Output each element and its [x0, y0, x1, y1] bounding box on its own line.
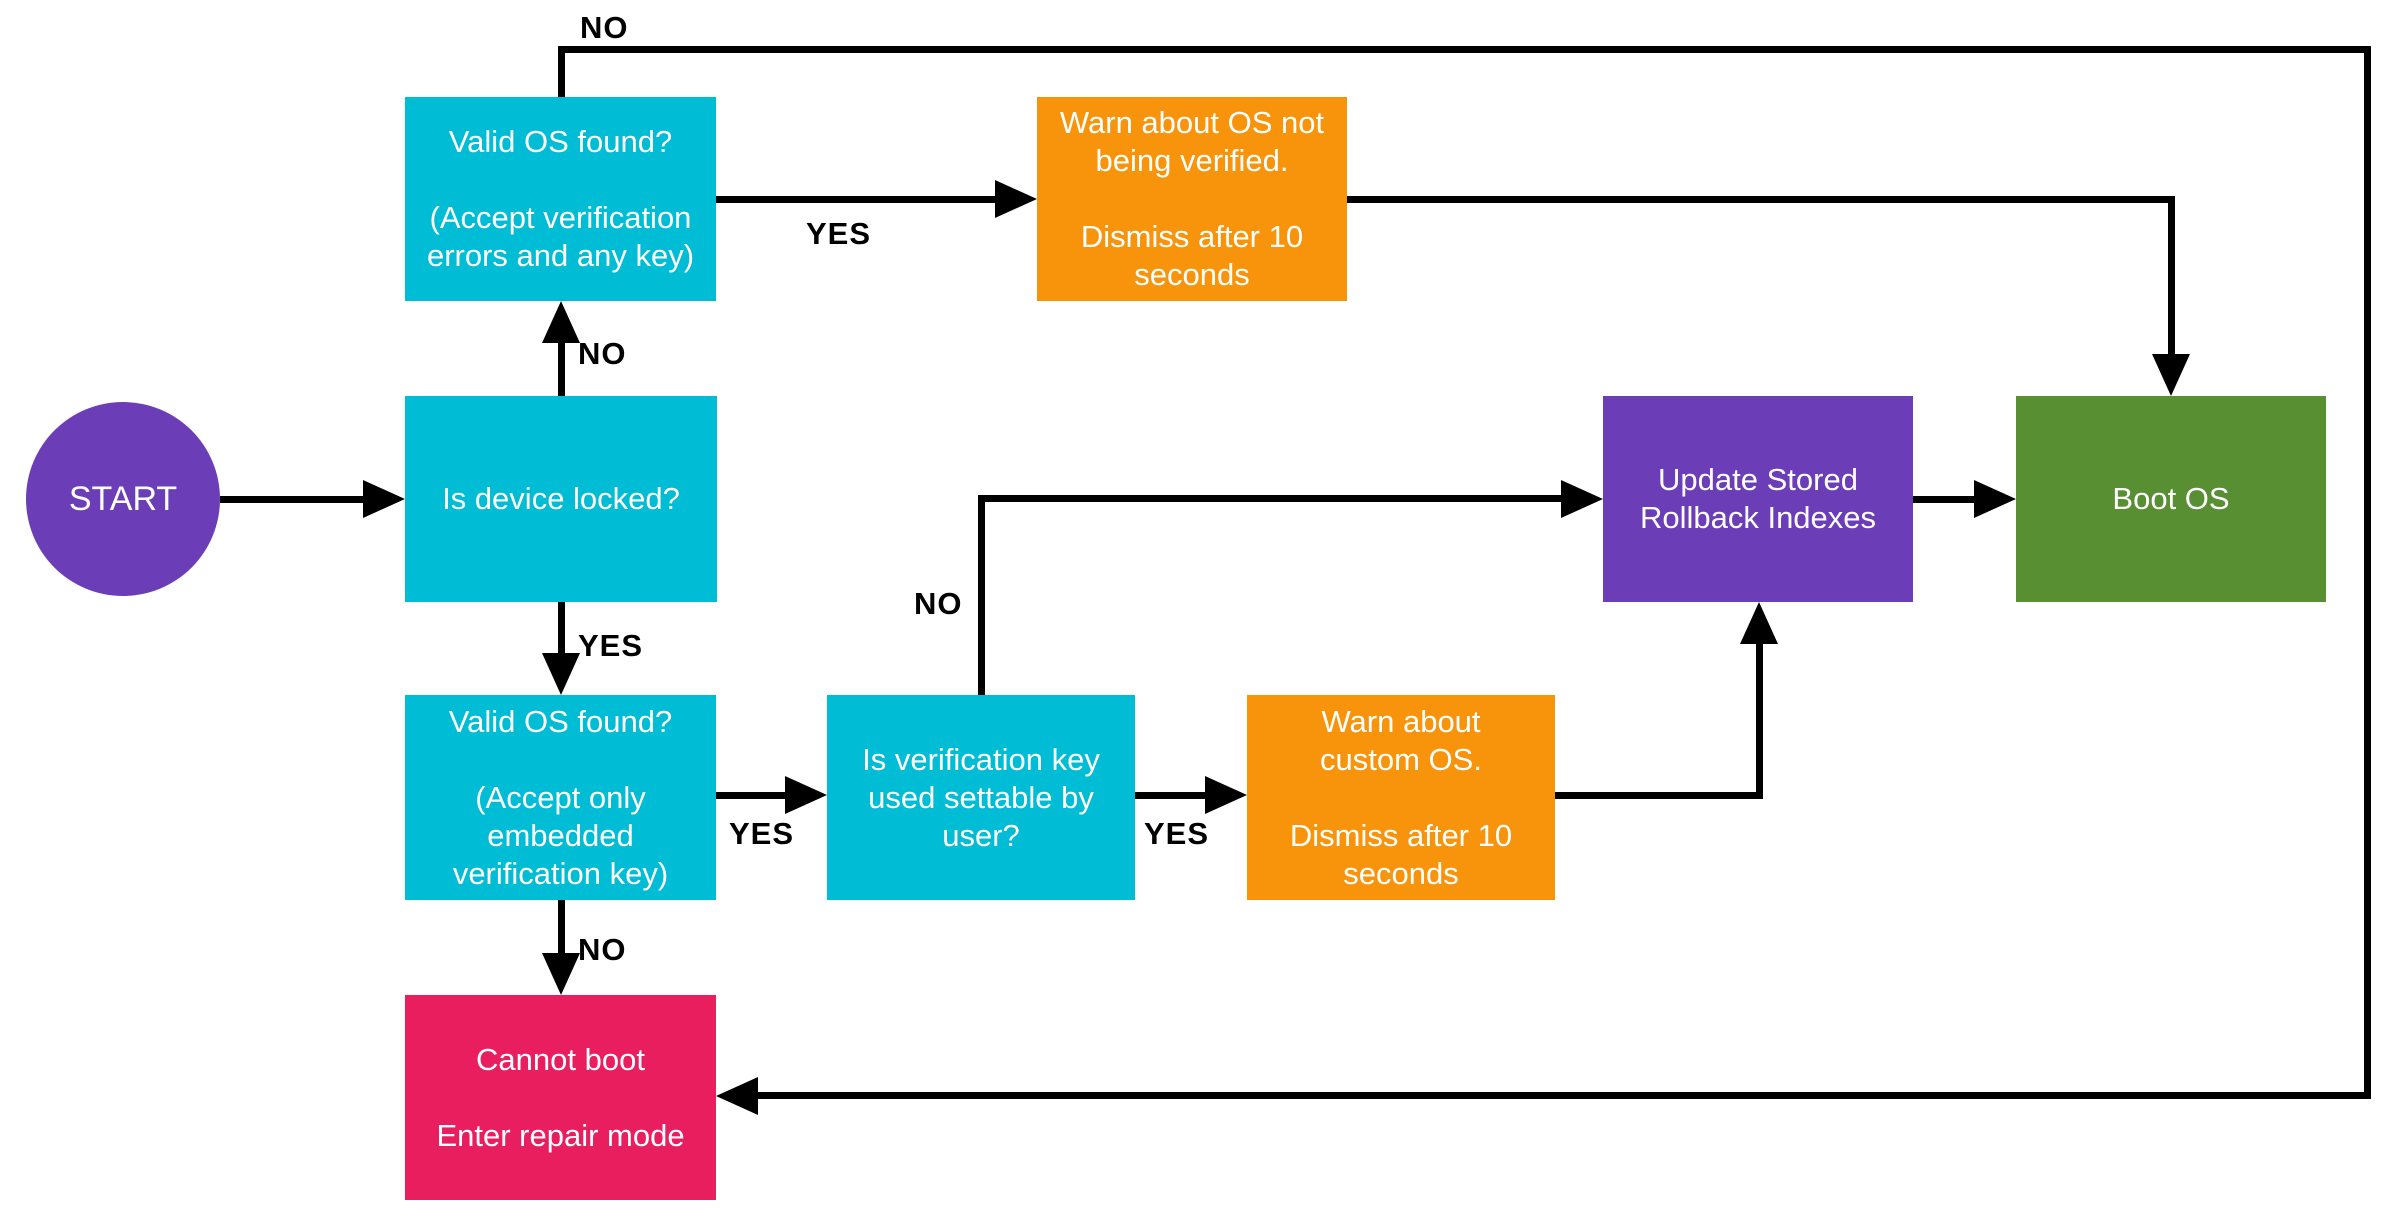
edge-keysettable-updaterollback-line-h — [978, 495, 1563, 502]
edge-keysettable-updaterollback-arrowhead — [1561, 480, 1603, 518]
edge-updaterollback-bootos-line — [1913, 496, 1974, 503]
edge-validembedded-keysettable-line — [716, 792, 787, 799]
node-is-device-locked-label: Is device locked? — [442, 481, 680, 516]
edge-validany-cannotboot-arrowhead — [716, 1077, 758, 1115]
node-boot-os: Boot OS — [2016, 396, 2326, 602]
edge-locked-validembedded-label: YES — [578, 628, 644, 663]
edge-start-locked-line — [220, 496, 367, 503]
edge-locked-validany-arrowhead — [542, 301, 580, 343]
edge-keysettable-warncustom-line — [1135, 792, 1207, 799]
edge-keysettable-warncustom-arrowhead — [1205, 776, 1247, 814]
edge-locked-validembedded-line — [558, 602, 565, 653]
node-warn-os-not-verified-label: Warn about OS not being verified. Dismis… — [1059, 105, 1325, 292]
edge-validany-warnnotverified-arrowhead — [995, 180, 1037, 218]
edge-warncustom-updaterollback-line-v — [1756, 644, 1763, 799]
node-start-label: START — [68, 480, 178, 518]
edge-keysettable-warncustom-label: YES — [1144, 816, 1210, 851]
node-warn-custom-os: Warn about custom OS. Dismiss after 10 s… — [1247, 695, 1555, 900]
edge-validembedded-cannotboot-line — [558, 900, 565, 953]
edge-warncustom-updaterollback-line-h — [1555, 792, 1763, 799]
edge-validany-warnnotverified-label: YES — [806, 216, 872, 251]
edge-start-locked-arrowhead — [363, 480, 405, 518]
node-valid-os-found-embedded-key-label: Valid OS found? (Accept only embedded ve… — [448, 703, 673, 891]
edge-validany-cannotboot-line-top — [558, 46, 2371, 53]
node-cannot-boot-label: Cannot boot Enter repair mode — [436, 1041, 685, 1153]
edge-validany-warnnotverified-line — [716, 196, 997, 203]
edge-validany-cannotboot-line-bottom — [756, 1092, 2371, 1099]
edge-validembedded-keysettable-arrowhead — [785, 776, 827, 814]
edge-validany-cannotboot-label: NO — [580, 10, 629, 45]
node-valid-os-found-any-key: Valid OS found? (Accept verification err… — [405, 97, 716, 301]
edge-validembedded-cannotboot-arrowhead — [542, 953, 580, 995]
edge-validany-cannotboot-line-right — [2364, 46, 2371, 1099]
node-update-rollback-indexes-label: Update Stored Rollback Indexes — [1639, 462, 1877, 535]
node-valid-os-found-embedded-key: Valid OS found? (Accept only embedded ve… — [405, 695, 716, 900]
edge-updaterollback-bootos-arrowhead — [1974, 480, 2016, 518]
edge-locked-validembedded-arrowhead — [542, 653, 580, 695]
node-is-verification-key-settable-label: Is verification key used settable by use… — [862, 741, 1100, 853]
node-update-rollback-indexes: Update Stored Rollback Indexes — [1603, 396, 1913, 602]
edge-validany-cannotboot-line-up — [558, 46, 565, 97]
node-is-device-locked: Is device locked? — [405, 396, 717, 602]
edge-locked-validany-label: NO — [578, 336, 627, 371]
node-start: START — [26, 402, 220, 596]
edge-validembedded-keysettable-label: YES — [729, 816, 795, 851]
node-is-verification-key-settable: Is verification key used settable by use… — [827, 695, 1135, 900]
edge-validembedded-cannotboot-label: NO — [578, 932, 627, 967]
node-boot-os-label: Boot OS — [2112, 481, 2230, 516]
node-warn-os-not-verified: Warn about OS not being verified. Dismis… — [1037, 97, 1347, 301]
edge-warnnotverified-bootos-arrowhead — [2152, 354, 2190, 396]
edge-warnnotverified-bootos-line-v — [2168, 196, 2175, 358]
edge-warncustom-updaterollback-arrowhead — [1740, 602, 1778, 644]
edge-locked-validany-line — [558, 343, 565, 396]
node-cannot-boot: Cannot boot Enter repair mode — [405, 995, 716, 1200]
node-valid-os-found-any-key-label: Valid OS found? (Accept verification err… — [426, 124, 695, 273]
edge-keysettable-updaterollback-label: NO — [914, 586, 963, 621]
node-warn-custom-os-label: Warn about custom OS. Dismiss after 10 s… — [1289, 703, 1513, 891]
edge-keysettable-updaterollback-line-v — [978, 495, 985, 695]
edge-warnnotverified-bootos-line-h — [1347, 196, 2175, 203]
